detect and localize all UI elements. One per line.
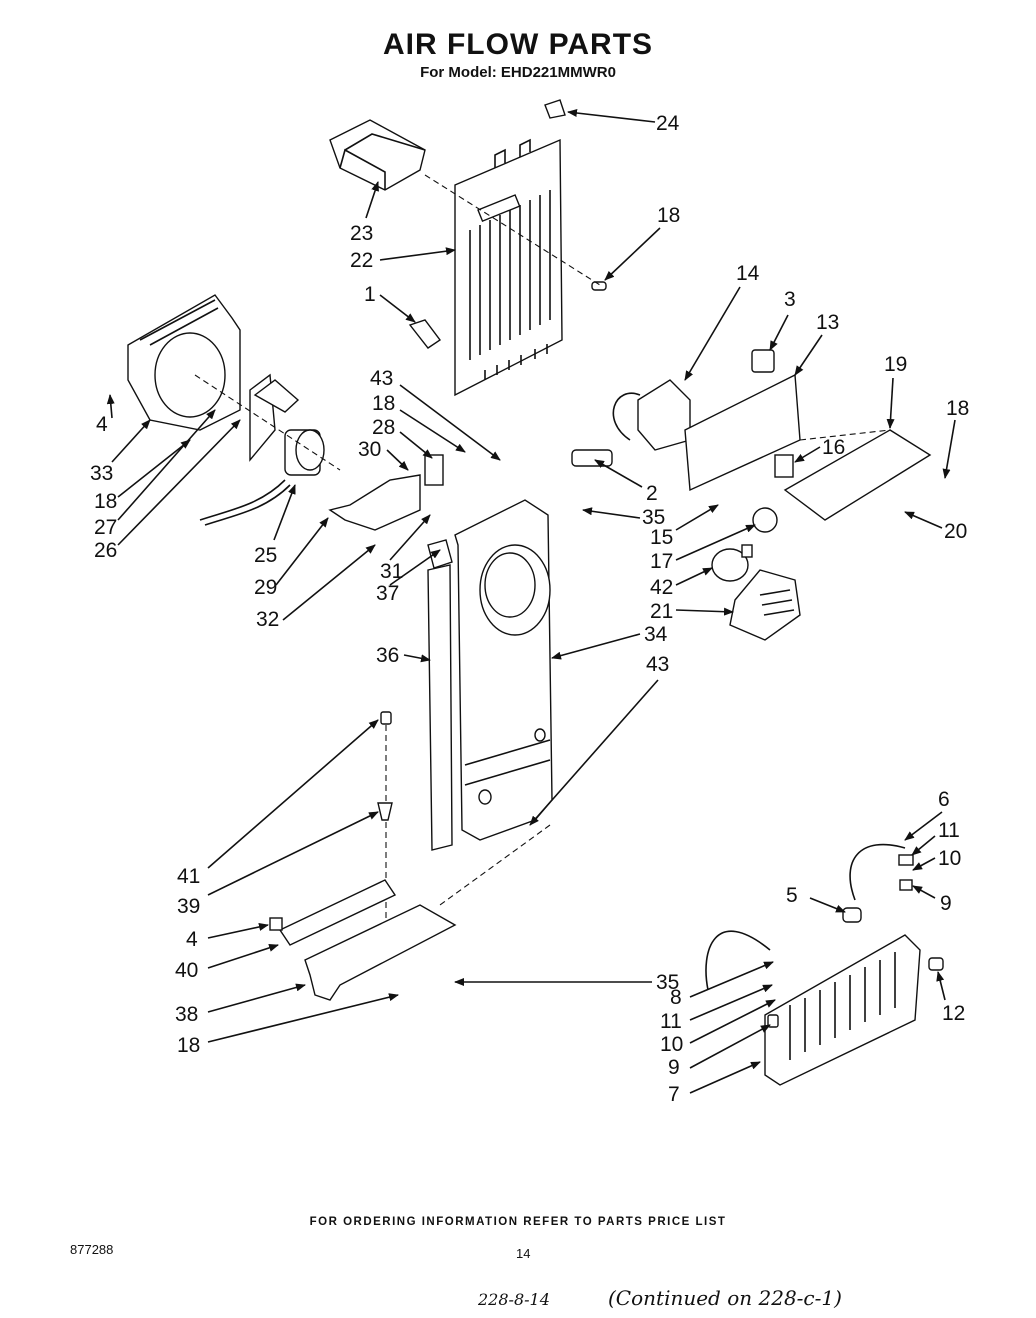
thermostat-part [571, 449, 613, 467]
callout-23: 23 [350, 222, 373, 245]
callout-1: 1 [364, 283, 376, 306]
callout-35b: 35 [656, 971, 679, 994]
callout-32: 32 [256, 608, 279, 631]
water-tube-assembly [842, 843, 944, 971]
callout-39: 39 [177, 895, 200, 918]
callout-24: 24 [656, 112, 680, 135]
callout-18e: 18 [177, 1034, 200, 1057]
small-clip-part [269, 917, 283, 931]
callout-33: 33 [90, 462, 113, 485]
callout-6: 6 [938, 788, 950, 811]
gasket-part [427, 539, 453, 569]
callout-35: 35 [642, 506, 665, 529]
callout-4: 4 [96, 413, 108, 436]
callout-7: 7 [668, 1083, 680, 1106]
callout-28: 28 [372, 416, 395, 439]
callout-9b: 9 [668, 1056, 680, 1079]
callout-22: 22 [350, 249, 373, 272]
callout-16: 16 [822, 436, 845, 459]
callout-8: 8 [670, 986, 682, 1009]
callout-38: 38 [175, 1003, 198, 1026]
motor-bracket-part [328, 454, 444, 531]
callout-42: 42 [650, 576, 673, 599]
callout-40: 40 [175, 959, 198, 982]
callout-17: 17 [650, 550, 673, 573]
document-number: 877288 [70, 1242, 114, 1257]
callout-5: 5 [786, 884, 798, 907]
control-housing-part [329, 119, 426, 191]
callout-43b: 43 [646, 653, 669, 676]
callout-20: 20 [944, 520, 967, 543]
callout-13: 13 [816, 311, 839, 334]
callout-29: 29 [254, 576, 277, 599]
leader-lines [106, 109, 956, 1094]
ordering-info-footer: FOR ORDERING INFORMATION REFER TO PARTS … [309, 1216, 727, 1228]
handwritten-reference: 228-8-14 [478, 1290, 550, 1309]
fan-motor-part [199, 373, 325, 526]
callout-14: 14 [736, 262, 760, 285]
callout-labels: 24 18 23 22 1 14 3 13 19 18 4 33 18 27 2… [90, 112, 969, 1106]
callout-19: 19 [884, 353, 907, 376]
callout-15: 15 [650, 526, 673, 549]
light-socket-clip [774, 454, 794, 478]
callout-31: 31 [380, 560, 403, 583]
callout-18d: 18 [372, 392, 395, 415]
callout-18c: 18 [94, 490, 117, 513]
plug-part-41 [380, 711, 392, 725]
callout-18b: 18 [946, 397, 969, 420]
light-assembly-part [711, 507, 778, 582]
callout-10b: 10 [660, 1033, 683, 1056]
air-panel-upper [454, 138, 563, 397]
callout-9: 9 [940, 892, 952, 915]
callout-11b: 11 [660, 1010, 682, 1033]
callout-11: 11 [938, 819, 960, 842]
callout-2: 2 [646, 482, 658, 505]
water-reservoir-part [705, 930, 921, 1086]
callout-41: 41 [177, 865, 200, 888]
page-title: AIR FLOW PARTS [382, 28, 654, 61]
grommet-part-39 [377, 802, 393, 821]
callout-26: 26 [94, 539, 117, 562]
callout-4b: 4 [186, 928, 198, 951]
callout-3: 3 [784, 288, 796, 311]
callout-43: 43 [370, 367, 393, 390]
callout-37: 37 [376, 582, 399, 605]
bottom-duct-part [278, 879, 457, 1001]
screw-part [591, 281, 607, 291]
callout-30: 30 [358, 438, 381, 461]
air-duct-main [454, 499, 553, 841]
bracket-part [408, 319, 442, 349]
fan-housing-part [127, 294, 241, 431]
callout-36: 36 [376, 644, 399, 667]
callout-10: 10 [938, 847, 961, 870]
handwritten-continued-note: (Continued on 228-c-1) [608, 1286, 842, 1310]
callout-25: 25 [254, 544, 277, 567]
control-cover-part [783, 429, 932, 521]
defrost-timer-part [612, 379, 691, 451]
model-subtitle: For Model: EHD221MMWR0 [420, 64, 616, 81]
callout-12: 12 [942, 1002, 965, 1025]
callout-18: 18 [657, 204, 680, 227]
clip-part [544, 99, 566, 119]
light-shield-part [729, 569, 801, 641]
foam-strip-part [427, 564, 453, 851]
callout-34: 34 [644, 623, 668, 646]
page-number: 14 [516, 1246, 531, 1261]
callout-21: 21 [650, 600, 673, 623]
callout-27: 27 [94, 516, 117, 539]
switch-part [751, 349, 775, 373]
